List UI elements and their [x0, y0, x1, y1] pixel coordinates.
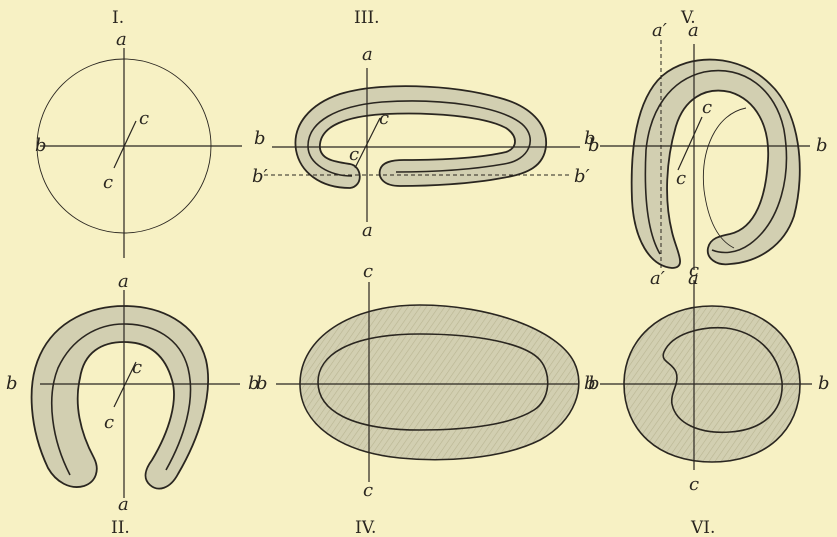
panel-numeral: I. — [112, 8, 124, 28]
label-c: c — [103, 172, 113, 193]
label-a: a — [362, 220, 373, 241]
label-b-prime: b′ — [574, 166, 590, 187]
label-b: b — [588, 373, 600, 394]
panel-numeral: V. — [680, 8, 696, 28]
label-b-prime: b′ — [252, 166, 268, 187]
panel-i: I. a b c c — [35, 8, 242, 258]
label-b: b — [584, 373, 596, 394]
panel-v: V. a′ a a′ a b b c c — [588, 8, 828, 289]
label-c: c — [363, 480, 373, 501]
label-a: a — [688, 268, 699, 289]
label-b: b — [584, 128, 596, 149]
embryo-inner-outline — [662, 326, 783, 434]
curved-embryo-body — [30, 305, 209, 490]
curved-embryo-body — [294, 85, 547, 189]
label-b: b — [588, 135, 600, 156]
neural-tube-line — [644, 69, 788, 255]
curved-embryo-body — [630, 58, 801, 269]
label-b: b — [818, 373, 830, 394]
label-a-prime: a′ — [652, 20, 667, 41]
label-c: c — [139, 108, 149, 129]
label-c: c — [379, 108, 389, 129]
panel-numeral: III. — [354, 8, 380, 28]
label-a-prime: a′ — [650, 268, 665, 289]
label-b: b — [35, 135, 47, 156]
label-c: c — [132, 357, 142, 378]
panel-vi: VI. c c b b — [588, 260, 830, 537]
label-b: b — [816, 135, 828, 156]
panel-numeral: VI. — [690, 518, 715, 537]
panel-numeral: II. — [111, 518, 130, 537]
label-b: b — [256, 373, 268, 394]
label-c: c — [702, 97, 712, 118]
embryo-inner-outline — [317, 333, 549, 431]
label-c: c — [104, 412, 114, 433]
panel-iii: III. a a b b b′ b′ c c — [252, 8, 596, 241]
inner-cavity-outline — [702, 107, 747, 249]
axis-c-line — [677, 116, 703, 171]
axis-c-line — [354, 117, 381, 169]
label-a: a — [118, 494, 129, 515]
label-c: c — [349, 144, 359, 165]
label-c: c — [689, 474, 699, 495]
label-a: a — [118, 271, 129, 292]
label-b: b — [6, 373, 18, 394]
panel-ii: II. a a b b c c — [6, 271, 260, 537]
label-c: c — [676, 168, 686, 189]
label-b: b — [254, 128, 266, 149]
label-c: c — [689, 260, 699, 281]
axis-c-line — [113, 120, 137, 169]
label-a: a — [116, 29, 127, 50]
label-a: a — [362, 44, 373, 65]
label-c: c — [363, 261, 373, 282]
embryo-outer-outline — [299, 304, 580, 461]
axis-c-line — [113, 361, 137, 408]
label-b: b — [248, 373, 260, 394]
panel-iv: IV. c c b b — [256, 261, 596, 537]
neural-tube-line — [307, 100, 532, 177]
label-a: a — [688, 20, 699, 41]
panel-numeral: IV. — [355, 518, 376, 537]
